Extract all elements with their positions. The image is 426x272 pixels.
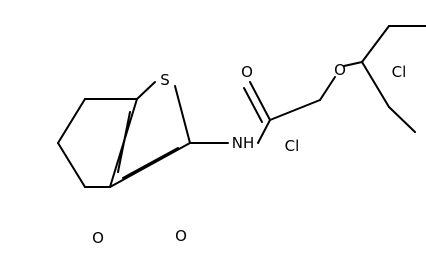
bond bbox=[343, 61, 363, 67]
bond bbox=[109, 142, 191, 188]
bond bbox=[136, 81, 156, 100]
bond bbox=[57, 142, 86, 188]
ether-oxygen-label: O bbox=[334, 61, 346, 79]
bond bbox=[174, 85, 191, 144]
bond bbox=[249, 81, 271, 121]
amide-oxygen-label: O bbox=[241, 63, 253, 81]
bond bbox=[319, 76, 336, 101]
ester-carbonyl-oxygen-label: O bbox=[92, 229, 104, 247]
amide-nh-label: NH bbox=[232, 134, 255, 152]
bond bbox=[243, 87, 263, 123]
bond bbox=[117, 111, 131, 173]
bond bbox=[122, 147, 179, 179]
atom-labels: S NH O O Cl Cl O O bbox=[92, 61, 406, 247]
bond bbox=[257, 119, 271, 144]
sulfur-atom-label: S bbox=[160, 71, 170, 89]
bonds bbox=[57, 25, 426, 188]
bond bbox=[361, 61, 390, 108]
chlorine-ortho-label: Cl bbox=[285, 137, 300, 155]
bond bbox=[388, 106, 416, 133]
chlorine-para-label: Cl bbox=[392, 63, 407, 81]
bond bbox=[361, 25, 390, 63]
ester-oxygen-label: O bbox=[175, 227, 187, 245]
bond bbox=[57, 98, 86, 144]
bond bbox=[269, 99, 321, 121]
